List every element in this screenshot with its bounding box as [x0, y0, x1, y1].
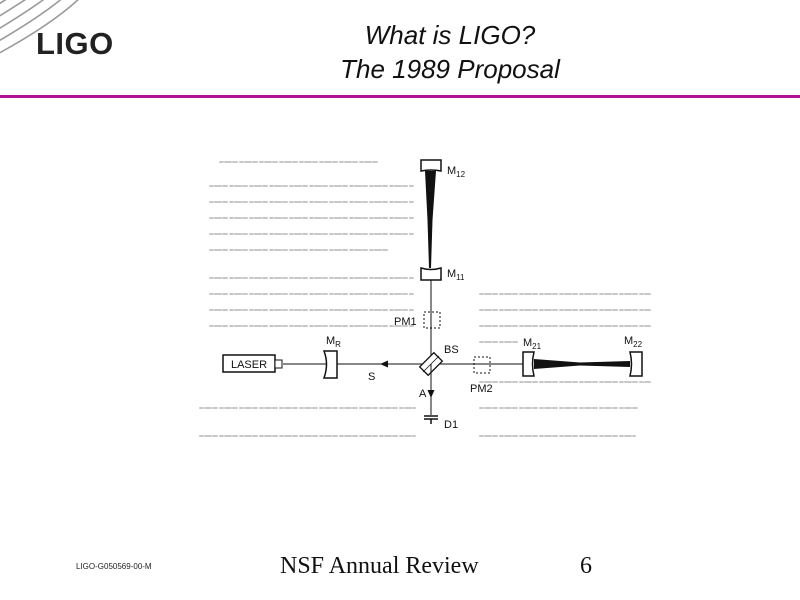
label-laser: LASER: [231, 359, 267, 371]
label-m22-sub: 22: [633, 340, 642, 349]
label-m11: M: [447, 268, 456, 280]
header-divider: [0, 95, 800, 98]
output-arrow-a: [427, 390, 435, 398]
label-m22: M: [624, 335, 633, 347]
label-pm1: PM1: [394, 316, 417, 328]
mirror-m12: [420, 159, 442, 172]
phase-modulator-pm1: [423, 311, 441, 329]
faded-background-text: [199, 161, 651, 437]
mirror-m11: [420, 266, 442, 281]
mirror-m22: [629, 351, 643, 377]
label-mr: M: [326, 335, 335, 347]
svg-text:M12: M12: [447, 165, 466, 179]
phase-modulator-pm2: [473, 356, 491, 374]
ligo-logo: LIGO: [36, 26, 114, 61]
horizontal-arm-beam: [534, 359, 630, 369]
svg-text:M21: M21: [523, 337, 542, 351]
footer-title: NSF Annual Review: [280, 553, 479, 579]
label-m21: M: [523, 337, 532, 349]
svg-text:M22: M22: [624, 335, 643, 349]
label-m12-sub: 12: [456, 170, 465, 179]
label-m11-sub: 11: [456, 273, 465, 282]
title-line-1: What is LIGO?: [364, 20, 536, 50]
label-pm2: PM2: [470, 383, 493, 395]
label-a: A: [419, 388, 427, 400]
page-number: 6: [580, 553, 592, 579]
interferometer-diagram: M12 M11 PM1 LASER MR S BS PM2 A D1 M21: [199, 159, 651, 437]
label-d1: D1: [444, 419, 458, 431]
signal-arrow-s: [380, 360, 388, 368]
mirror-mr: [322, 350, 338, 379]
slide-title: What is LIGO? The 1989 Proposal: [230, 18, 670, 86]
mirror-m21: [522, 351, 535, 377]
svg-text:M11: M11: [447, 268, 465, 282]
label-bs: BS: [444, 344, 459, 356]
svg-text:MR: MR: [326, 335, 341, 349]
label-s: S: [368, 371, 375, 383]
title-line-2: The 1989 Proposal: [340, 54, 560, 84]
document-id: LIGO-G050569-00-M: [76, 562, 152, 571]
photodetector-d1: [424, 415, 438, 424]
label-m21-sub: 21: [532, 342, 541, 351]
corner-arcs-decoration: [0, 0, 79, 54]
vertical-arm-beam: [425, 171, 436, 268]
label-mr-sub: R: [335, 340, 341, 349]
label-m12: M: [447, 165, 456, 177]
laser-output-port: [274, 359, 283, 369]
